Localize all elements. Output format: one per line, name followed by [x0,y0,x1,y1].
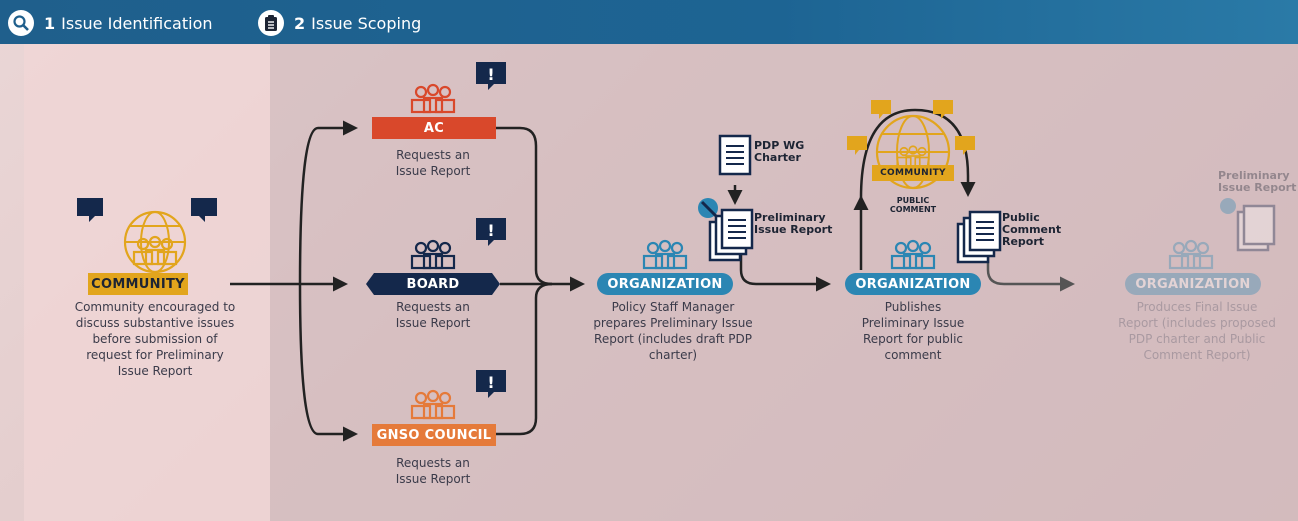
caption-line: Requests an [396,456,470,470]
caption-line: Issue Report [395,316,471,330]
caption-line: Policy Staff Manager [611,300,735,314]
caption-line: Community encouraged to [74,300,236,314]
doc-label-line: Comment [1002,223,1062,236]
public-comment-community-label: COMMUNITY [872,165,954,181]
magnifier-icon [8,10,34,36]
tab-number: 2 [294,13,306,33]
caption-line: Issue Report [395,164,471,178]
tab-number: 1 [44,13,56,33]
tab-label: Issue Identification [61,13,213,33]
community-caption: Community encouraged to discuss substant… [50,299,260,379]
doc-label-line: Preliminary [754,211,826,224]
doc-label-line: Issue Report [754,223,833,236]
doc-label-line: PDP WG [754,139,805,152]
caption-line: charter) [648,348,698,362]
caption-line: Issue Report [395,472,471,486]
caption-line: Report (includes draft PDP [594,332,752,346]
gnso-caption: Requests an Issue Report [373,455,493,487]
tab-label: Issue Scoping [311,13,422,33]
board-caption: Requests an Issue Report [373,299,493,331]
org1-people-icon [642,239,688,270]
ac-alert-mark: ! [487,65,494,84]
board-people-icon [410,239,456,270]
caption-line: discuss substantive issues [75,316,235,330]
org2-people-icon [890,239,936,270]
tab-issue-scoping[interactable]: 2 Issue Scoping [258,8,421,38]
caption-line: request for Preliminary [86,348,224,362]
doc-label-line: Issue Report [1218,181,1297,194]
gnso-label: GNSO COUNCIL [372,424,496,446]
org3-people-icon [1168,239,1214,270]
prelim-doc-label: Preliminary Issue Report [754,212,832,236]
board-alert-icon [476,218,506,246]
board-label: BOARD [366,273,500,295]
gnso-alert-icon [476,370,506,398]
clipboard-icon [258,10,284,36]
org2-label: ORGANIZATION [845,273,981,295]
ac-alert-icon [476,62,506,90]
final-document-icon [1220,198,1276,252]
gnso-people-icon [410,389,456,420]
public-comment-globe-icon [847,100,975,190]
prelim-document-icon [698,198,754,262]
community-label: COMMUNITY [88,273,188,295]
charter-document-icon [718,134,752,176]
doc-label-line: Report [1002,235,1045,248]
caption-line: Comment Report) [1143,348,1251,362]
charter-doc-label: PDP WG Charter [754,140,804,164]
board-alert-mark: ! [487,221,494,240]
ac-label: AC [372,117,496,139]
doc-label-line: Public [1002,211,1040,224]
caption-line: before submission of [92,332,218,346]
org3-label: ORGANIZATION [1125,273,1261,295]
caption-line: Requests an [396,300,470,314]
caption-line: comment [884,348,942,362]
caption-line: Issue Report [117,364,193,378]
phase-header-bar: 1 Issue Identification 2 Issue Scoping [0,0,1298,44]
caption-line: prepares Preliminary Issue [593,316,753,330]
caption-line: PDP charter and Public [1128,332,1266,346]
public-comment-arc-label: PUBLIC COMMENT [888,196,938,214]
ac-caption: Requests an Issue Report [373,147,493,179]
final-doc-label: Preliminary Issue Report [1218,170,1298,194]
community-globe-icon [77,198,217,274]
flow-lines [230,108,1075,442]
public-comment-document-icon [956,210,1002,264]
caption-line: Requests an [396,148,470,162]
caption-line: Report for public [862,332,963,346]
org1-label: ORGANIZATION [597,273,733,295]
caption-line: Produces Final Issue [1136,300,1258,314]
tab-issue-identification[interactable]: 1 Issue Identification [8,8,213,38]
gnso-alert-mark: ! [487,373,494,392]
caption-line: Preliminary Issue [861,316,965,330]
doc-label-line: Preliminary [1218,170,1290,182]
ac-people-icon [410,83,456,114]
caption-line: Publishes [884,300,942,314]
org2-caption: Publishes Preliminary Issue Report for p… [840,299,986,363]
doc-label-line: Charter [754,151,801,164]
org3-caption: Produces Final Issue Report (includes pr… [1112,299,1282,363]
caption-line: Report (includes proposed [1118,316,1276,330]
arc-label-line: COMMENT [889,205,937,214]
public-comment-doc-label: Public Comment Report [1002,212,1061,248]
org1-caption: Policy Staff Manager prepares Preliminar… [588,299,758,363]
arc-label-line: PUBLIC [896,196,930,205]
